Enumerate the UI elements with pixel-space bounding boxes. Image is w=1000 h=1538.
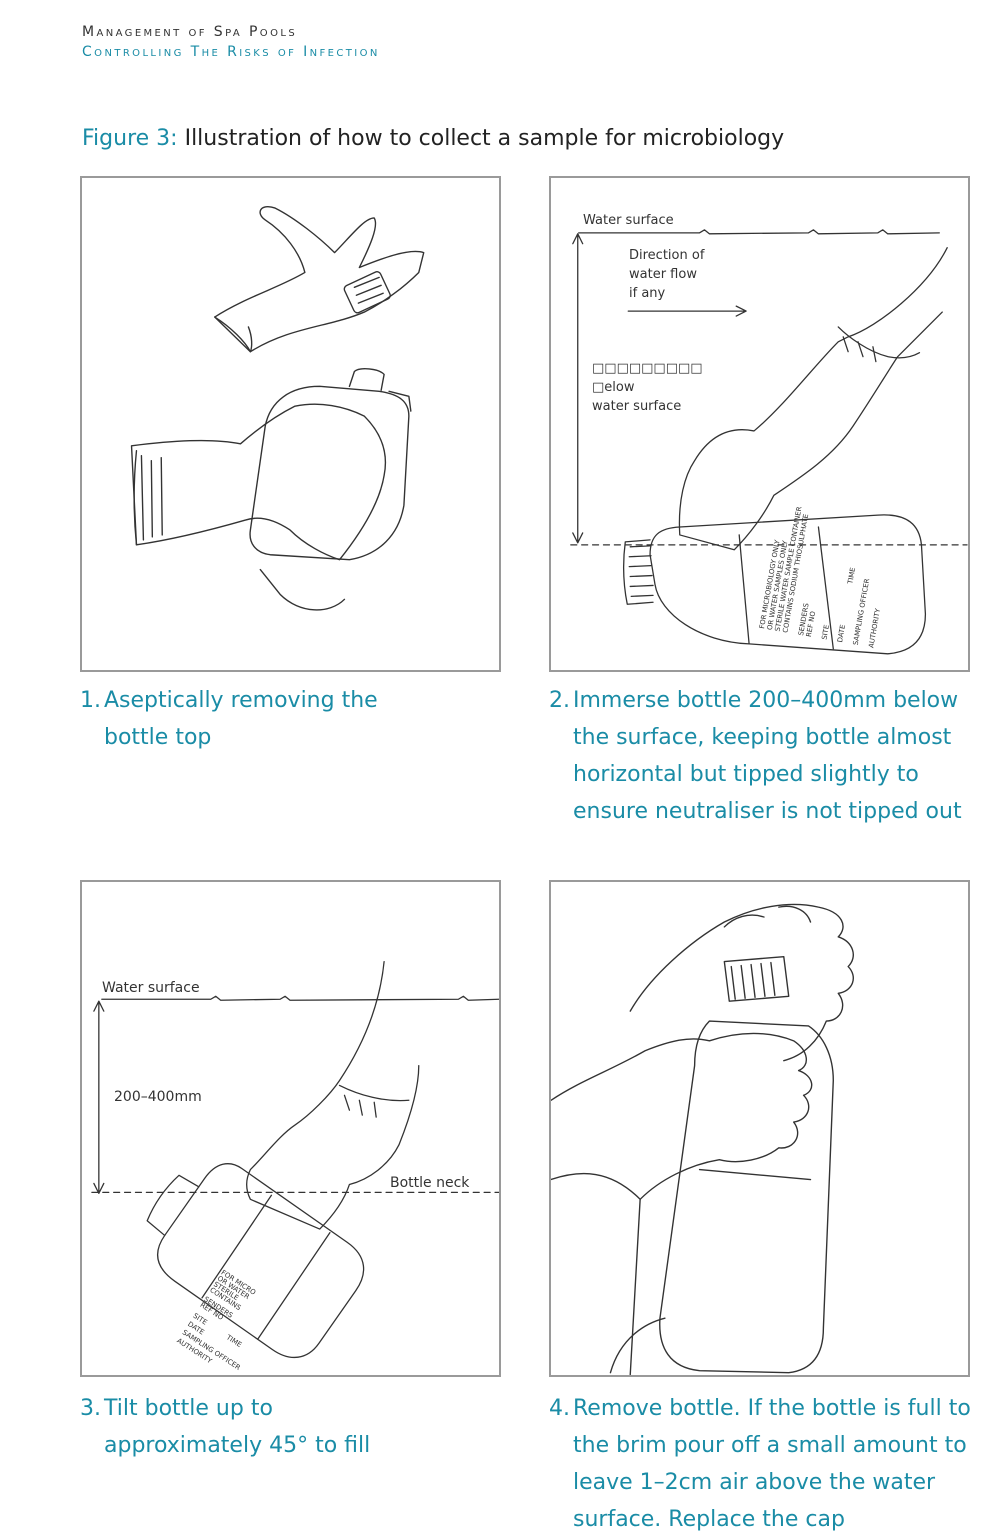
bottle-label-time: TIME (846, 567, 857, 586)
caption-3: 3. Tilt bottle up to approximately 45° t… (80, 1390, 520, 1464)
flow-label-line-3: if any (629, 286, 666, 301)
figure-title-text: Illustration of how to collect a sample … (184, 126, 785, 151)
water-surface-line (101, 995, 499, 1001)
water-surface-label: Water surface (102, 980, 200, 996)
depth-dimension-arrow (572, 233, 584, 544)
header-subtitle: Controlling The Risks of Infection (82, 44, 380, 60)
caption-3-number: 3. (80, 1396, 101, 1421)
panel-4-illustration (549, 880, 970, 1377)
figure-title: Figure 3: Illustration of how to collect… (82, 126, 784, 151)
depth-label-line-2: □elow (592, 380, 635, 395)
caption-3-text: Tilt bottle up to approximately 45° to f… (104, 1396, 371, 1458)
bottle-label-date: DATE (836, 624, 847, 643)
flow-label-line-2: water flow (629, 267, 697, 282)
flow-label-line-1: Direction of (629, 248, 705, 263)
caption-2-number: 2. (549, 688, 570, 713)
caption-1-number: 1. (80, 688, 101, 713)
flow-direction-arrow (627, 305, 747, 317)
panel-2-illustration: FOR MICROBIOLOGY ONLY OR WATER SAMPLES O… (549, 176, 970, 672)
caption-1: 1. Aseptically removing the bottle top (80, 682, 520, 756)
header-title: Management of Spa Pools (82, 24, 298, 40)
depth-label: □□□□□□□□□ □elow water surface (592, 359, 703, 416)
bottle-tilt-illustration: FOR MICRO OR WATER STERILE CONTAINS SEND… (91, 960, 499, 1372)
depth-label-line-1: □□□□□□□□□ (592, 361, 703, 376)
bottle-label-authority: AUTHORITY (867, 607, 882, 649)
bottle-label-site: SITE (820, 624, 830, 640)
caption-4-text: Remove bottle. If the bottle is full to … (573, 1396, 971, 1532)
caption-4-number: 4. (549, 1396, 570, 1421)
depth-label: 200–400mm (114, 1089, 202, 1105)
panel-3-illustration: FOR MICRO OR WATER STERILE CONTAINS SEND… (80, 880, 501, 1377)
caption-4: 4. Remove bottle. If the bottle is full … (549, 1390, 979, 1538)
water-surface-line (578, 229, 940, 235)
figure-label: Figure 3: (82, 126, 178, 151)
caption-1-text: Aseptically removing the bottle top (104, 688, 378, 750)
caption-2-text: Immerse bottle 200–400mm below the surfa… (573, 688, 962, 824)
bottle-neck-label: Bottle neck (390, 1175, 470, 1191)
depth-dimension-arrow (93, 1000, 105, 1195)
bottle-removal-illustration (551, 903, 854, 1375)
caption-2: 2. Immerse bottle 200–400mm below the su… (549, 682, 979, 830)
water-surface-label: Water surface (583, 213, 674, 228)
bottle-immersion-illustration: FOR MICROBIOLOGY ONLY OR WATER SAMPLES O… (570, 229, 968, 655)
bottle-label-time: TIME (224, 1333, 243, 1349)
flow-direction-label: Direction of water flow if any (629, 246, 704, 303)
gloved-hands-removing-cap-illustration (130, 206, 425, 611)
running-header: Management of Spa Pools Controlling The … (82, 22, 380, 62)
depth-label-line-3: water surface (592, 399, 682, 414)
panel-1-illustration (80, 176, 501, 672)
